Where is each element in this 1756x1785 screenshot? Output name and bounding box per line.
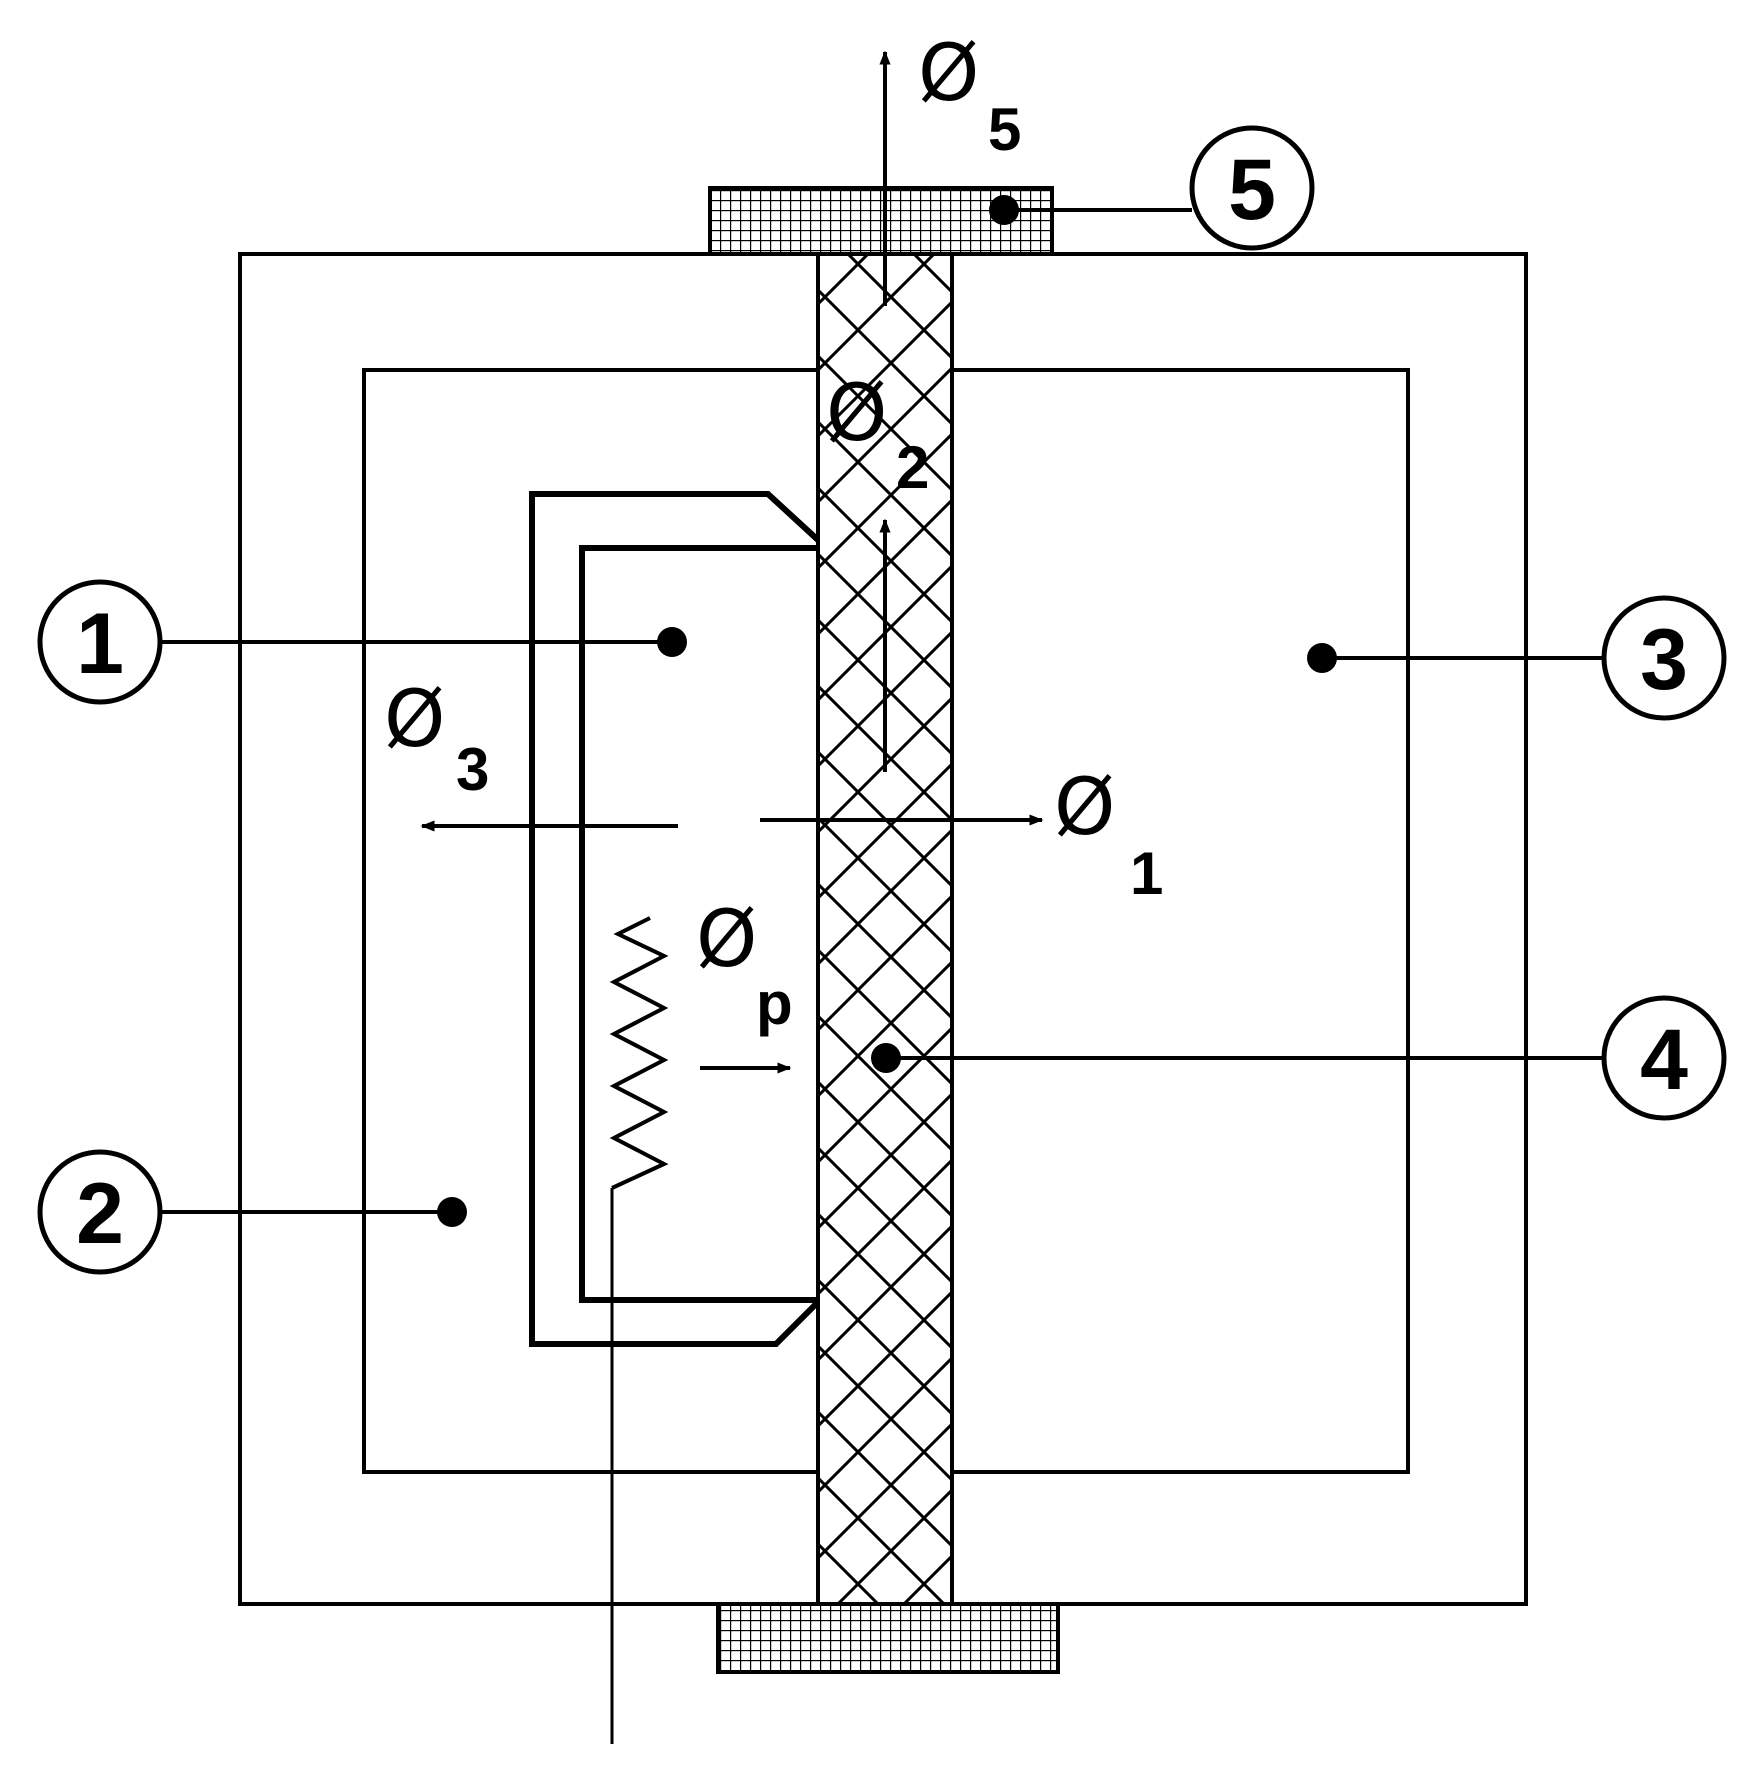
- callout-2-label: 2: [76, 1166, 124, 1262]
- phip-label: Ø p: [696, 895, 793, 1037]
- phi5-symbol: Ø: [918, 29, 979, 119]
- phi2-label: Ø 2: [826, 369, 929, 501]
- armature-outer-outline: [529, 491, 821, 1347]
- callout-3-label: 3: [1640, 612, 1688, 708]
- armature-inner-outline: [579, 545, 818, 1303]
- phi5-subscript: 5: [988, 96, 1021, 163]
- phi1-label: Ø 1: [1054, 763, 1163, 907]
- callout-5-label: 5: [1228, 142, 1276, 238]
- phi1-subscript: 1: [1130, 840, 1163, 907]
- callout-3: 3: [1601, 595, 1727, 721]
- phi3-subscript: 3: [456, 736, 489, 803]
- phi3-label: Ø 3: [384, 675, 489, 803]
- callout-4-label: 4: [1640, 1012, 1688, 1108]
- phip-symbol: Ø: [696, 895, 757, 985]
- central-bar-hatch: [816, 252, 954, 1606]
- phi2-symbol: Ø: [826, 369, 887, 459]
- phi2-subscript: 2: [896, 434, 929, 501]
- callout-1-label: 1: [76, 596, 124, 692]
- callout-4: 4: [1601, 995, 1727, 1121]
- bottom-coil: [716, 1602, 1060, 1674]
- spring: [609, 916, 669, 1190]
- callout-1: 1: [37, 579, 163, 705]
- phi3-symbol: Ø: [384, 675, 445, 765]
- phip-subscript: p: [756, 970, 793, 1037]
- phi1-symbol: Ø: [1054, 763, 1115, 853]
- phi5-label: Ø 5: [918, 29, 1021, 163]
- callout-5: 5: [1189, 125, 1315, 251]
- callout-2: 2: [37, 1149, 163, 1275]
